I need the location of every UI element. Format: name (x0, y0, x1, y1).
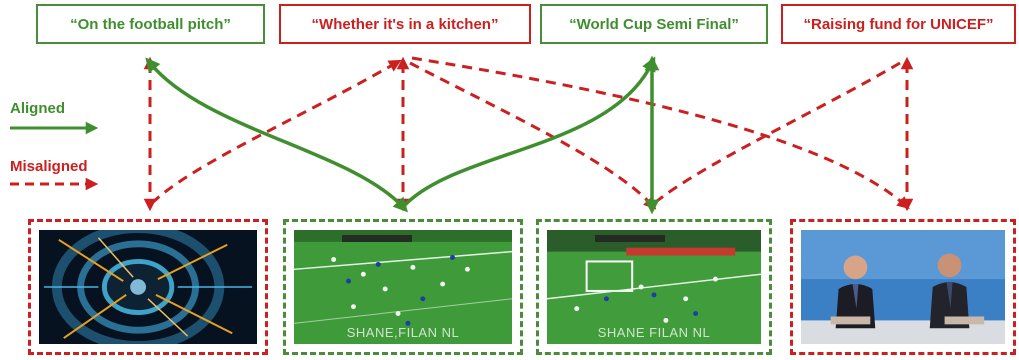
scoreboard (595, 235, 665, 242)
video-thumbnail-football-goalmouth: SHANE FILAN NL (547, 230, 761, 344)
link-caption2-video4 (411, 56, 910, 210)
video-thumbnail-abstract (39, 230, 257, 344)
legend-misaligned-label: Misaligned (10, 158, 88, 175)
video-frame-2: SHANE,FILAN NL (283, 219, 523, 355)
scoreboard (342, 235, 412, 242)
video-thumbnail-news-presenters (801, 230, 1005, 344)
video-thumbnail-football-match: SHANE,FILAN NL (294, 230, 512, 344)
link-caption4-video3 (651, 61, 901, 207)
legend-aligned-label: Aligned (10, 100, 65, 117)
video-3-overlay-text: SHANE FILAN NL (597, 325, 711, 340)
link-caption3-video2 (401, 56, 656, 209)
caption-on-the-football-pitch: “On the football pitch” (36, 4, 265, 44)
video-2-overlay-text: SHANE,FILAN NL (346, 325, 460, 340)
caption-world-cup-semi-final: “World Cup Semi Final” (540, 4, 768, 44)
video-frame-3: SHANE FILAN NL (536, 219, 772, 355)
link-caption2-video1 (148, 59, 402, 207)
video-frame-4 (790, 219, 1016, 355)
link-caption2-video3 (409, 61, 657, 210)
caption-whether-in-a-kitchen: “Whether it's in a kitchen” (279, 4, 531, 44)
video-frame-1 (28, 219, 268, 355)
link-caption1-video2 (145, 57, 409, 213)
caption-raising-fund-for-unicef: “Raising fund for UNICEF” (781, 4, 1016, 44)
